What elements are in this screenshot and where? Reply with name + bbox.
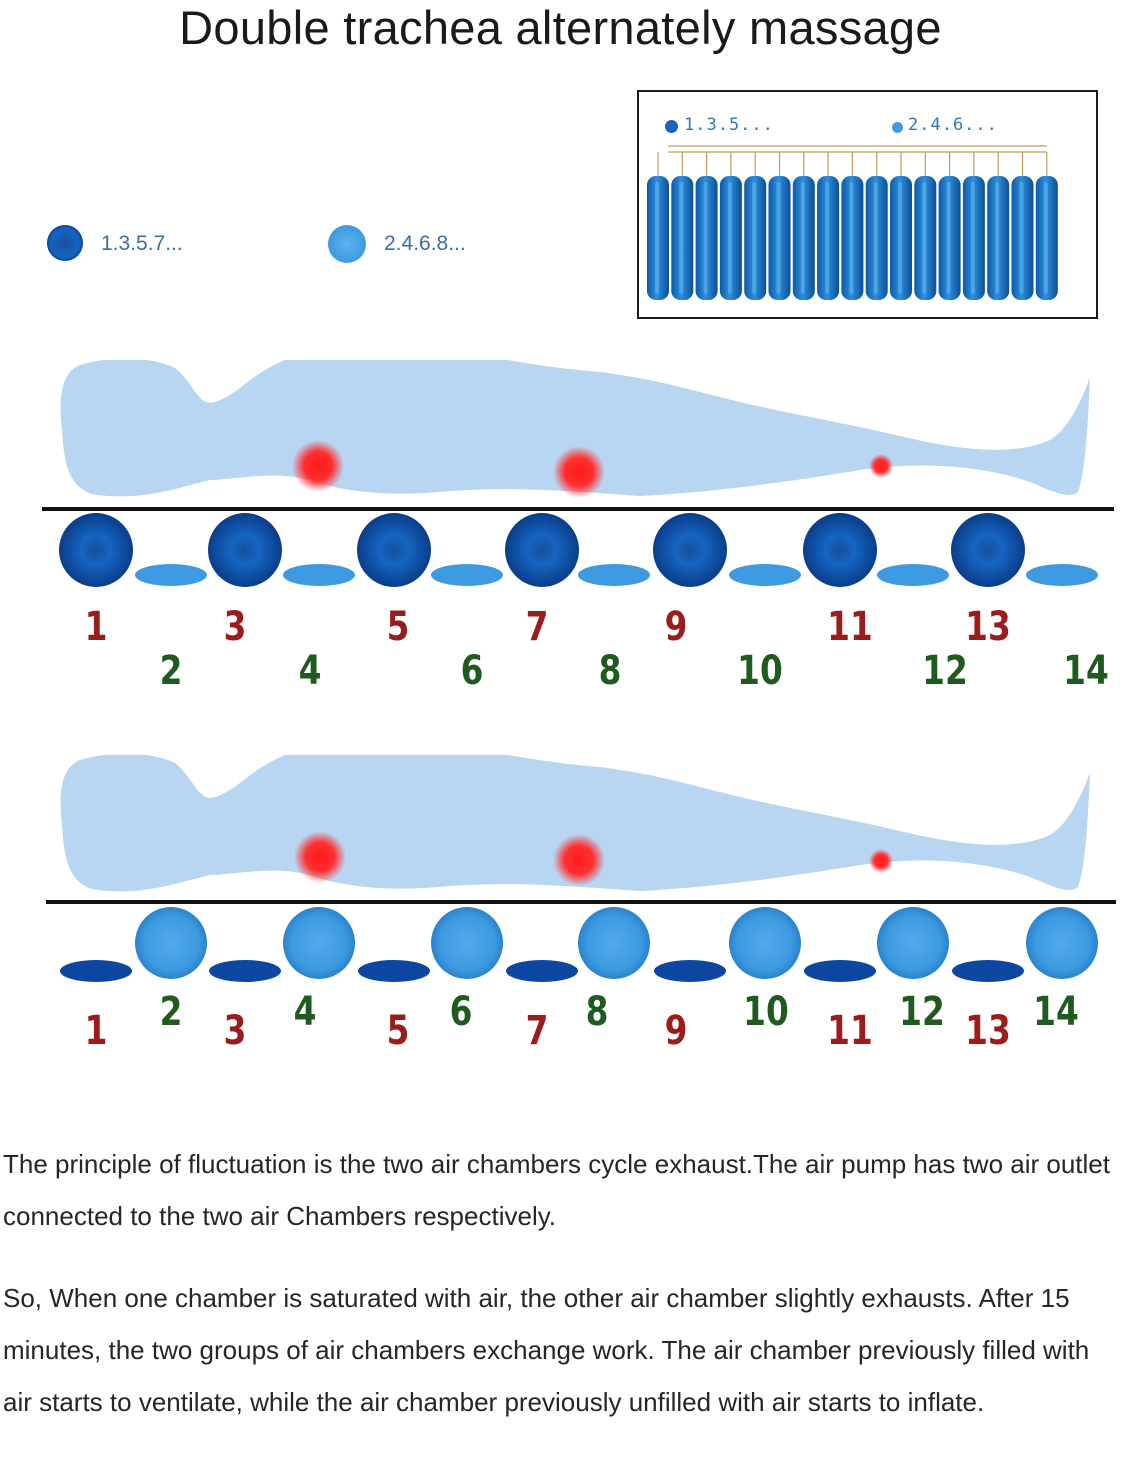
- even-chamber-legend-icon: [328, 225, 366, 263]
- pressure-point: [294, 831, 346, 883]
- even-chamber-number: 14: [1063, 648, 1109, 694]
- even-air-chamber-inflated: [877, 907, 949, 979]
- even-air-chamber-deflated: [135, 564, 207, 586]
- inset-tubes-illustration: [647, 145, 1058, 300]
- inset-air-tube: [898, 182, 902, 294]
- pressure-point: [869, 454, 893, 478]
- even-air-chamber-inflated: [283, 907, 355, 979]
- odd-air-chamber-deflated: [60, 960, 132, 982]
- pressure-point: [292, 440, 344, 492]
- even-chamber-number: 4: [293, 989, 317, 1035]
- odd-air-chamber-inflated: [803, 513, 877, 587]
- odd-air-chamber-deflated: [952, 960, 1024, 982]
- odd-chamber-number: 7: [525, 604, 549, 650]
- odd-air-chamber-inflated: [59, 513, 133, 587]
- odd-air-chamber-deflated: [804, 960, 876, 982]
- even-air-chamber-deflated: [431, 564, 503, 586]
- inset-even-dot-icon: [892, 122, 903, 133]
- inset-air-tube: [776, 182, 781, 294]
- even-air-chamber-inflated: [578, 907, 650, 979]
- odd-chamber-number: 11: [827, 604, 873, 650]
- odd-chamber-number: 5: [386, 1008, 410, 1054]
- odd-chamber-number: 11: [827, 1008, 873, 1054]
- odd-chamber-number: 7: [525, 1008, 549, 1054]
- even-air-chamber-inflated: [729, 907, 801, 979]
- even-chamber-number: 10: [743, 989, 789, 1035]
- odd-chamber-legend-icon: [47, 225, 83, 261]
- pressure-point: [553, 446, 605, 498]
- inset-air-tube: [655, 182, 659, 294]
- inset-air-tube: [1019, 182, 1024, 294]
- inset-air-tube: [946, 182, 951, 294]
- even-chamber-number: 8: [598, 648, 622, 694]
- even-chamber-number: 10: [737, 648, 783, 694]
- inset-air-tube: [970, 182, 975, 294]
- even-chamber-number: 4: [298, 648, 322, 694]
- inset-air-tube: [1043, 182, 1048, 294]
- odd-chamber-number: 13: [965, 604, 1011, 650]
- inset-air-tube: [849, 182, 854, 294]
- massage-diagram-bottom: [46, 755, 1116, 982]
- even-chamber-number: 12: [899, 989, 945, 1035]
- inset-air-tube: [727, 182, 732, 294]
- odd-air-chamber-deflated: [209, 960, 281, 982]
- inset-air-tube: [922, 182, 927, 294]
- pressure-point: [553, 834, 605, 886]
- inset-air-tube: [873, 182, 878, 294]
- odd-chamber-number: 9: [664, 1008, 688, 1054]
- inset-even-label: 2.4.6...: [908, 115, 998, 135]
- even-chamber-legend-label: 2.4.6.8...: [384, 232, 466, 255]
- even-air-chamber-inflated: [135, 907, 207, 979]
- even-air-chamber-deflated: [283, 564, 355, 586]
- even-air-chamber-deflated: [578, 564, 650, 586]
- odd-chamber-legend-label: 1.3.5.7...: [101, 232, 183, 255]
- odd-air-chamber-deflated: [358, 960, 430, 982]
- inset-air-tube: [995, 182, 1000, 294]
- page-title: Double trachea alternately massage: [179, 1, 942, 54]
- pressure-point: [869, 849, 893, 873]
- massage-diagram-top: [42, 360, 1114, 587]
- inset-air-tube: [800, 182, 805, 294]
- odd-chamber-number: 13: [965, 1008, 1011, 1054]
- even-air-chamber-inflated: [431, 907, 503, 979]
- odd-chamber-number: 5: [386, 604, 410, 650]
- odd-air-chamber-deflated: [654, 960, 726, 982]
- even-chamber-number: 2: [159, 648, 183, 694]
- even-chamber-number: 8: [585, 989, 609, 1035]
- inset-air-tube: [703, 182, 708, 294]
- odd-chamber-number: 9: [664, 604, 688, 650]
- odd-air-chamber-inflated: [357, 513, 431, 587]
- odd-chamber-number: 1: [84, 604, 108, 650]
- even-air-chamber-inflated: [1026, 907, 1098, 979]
- even-chamber-number: 2: [159, 989, 183, 1035]
- inset-odd-label: 1.3.5...: [684, 115, 774, 135]
- odd-chamber-number: 1: [84, 1008, 108, 1054]
- even-air-chamber-deflated: [1026, 564, 1098, 586]
- odd-air-chamber-inflated: [653, 513, 727, 587]
- inset-odd-dot-icon: [665, 120, 678, 133]
- even-chamber-number: 6: [460, 648, 484, 694]
- odd-air-chamber-inflated: [505, 513, 579, 587]
- inset-air-tube: [679, 182, 684, 294]
- even-chamber-number: 14: [1033, 989, 1079, 1035]
- description-paragraph: So, When one chamber is saturated with a…: [3, 1283, 1090, 1417]
- even-air-chamber-deflated: [729, 564, 801, 586]
- inset-air-tube: [825, 182, 830, 294]
- odd-air-chamber-inflated: [208, 513, 282, 587]
- even-chamber-number: 6: [449, 989, 473, 1035]
- air-chamber-inset: 1.3.5... 2.4.6...: [637, 90, 1098, 319]
- even-air-chamber-deflated: [877, 564, 949, 586]
- odd-chamber-number: 3: [223, 1008, 247, 1054]
- inset-air-tube: [752, 182, 757, 294]
- even-chamber-number: 12: [922, 648, 968, 694]
- odd-chamber-number: 3: [223, 604, 247, 650]
- odd-air-chamber-inflated: [951, 513, 1025, 587]
- description-paragraph: The principle of fluctuation is the two …: [3, 1149, 1110, 1231]
- odd-air-chamber-deflated: [506, 960, 578, 982]
